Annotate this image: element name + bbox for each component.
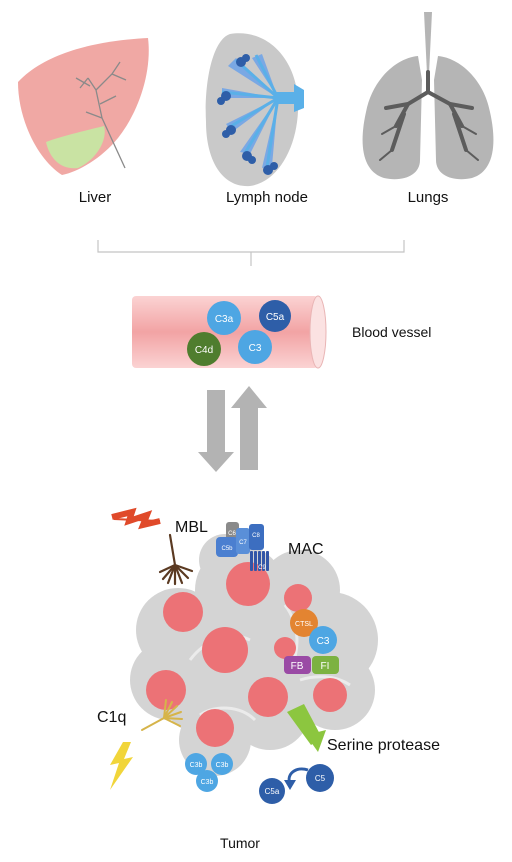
c5-molecule bbox=[306, 764, 334, 792]
c5a-molecule bbox=[259, 300, 291, 332]
tumor-c3-label: C3 bbox=[317, 636, 330, 647]
blood-vessel: C3a C5a C4d C3 bbox=[132, 295, 327, 369]
c4d-label: C4d bbox=[195, 345, 213, 356]
c3b-label-2: C3b bbox=[216, 762, 229, 769]
c5-cleavage: C5 C5a bbox=[259, 764, 334, 804]
c5a-product bbox=[259, 778, 285, 804]
serine-protease-icon bbox=[287, 704, 326, 752]
c8-label: C8 bbox=[252, 533, 260, 539]
fi-label: FI bbox=[321, 661, 330, 672]
mbl-icon bbox=[111, 507, 194, 586]
lungs-illustration bbox=[362, 12, 494, 180]
ctsl-molecule bbox=[290, 609, 318, 637]
c4d-molecule bbox=[187, 332, 221, 366]
c3a-molecule bbox=[207, 301, 241, 335]
c3-molecule bbox=[238, 330, 272, 364]
c3-label: C3 bbox=[249, 343, 262, 354]
c5-label: C5 bbox=[315, 774, 326, 783]
ctsl-complex: CTSL C3 FB FI bbox=[284, 609, 339, 674]
up-arrow bbox=[231, 386, 267, 470]
down-arrow bbox=[198, 390, 234, 472]
fb-label: FB bbox=[291, 661, 304, 672]
c1q-lightning-icon bbox=[110, 742, 133, 790]
liver-label: Liver bbox=[79, 189, 112, 206]
lymph-node-illustration bbox=[205, 33, 304, 187]
mac-label: MAC bbox=[288, 541, 324, 558]
lymph-node-label: Lymph node bbox=[226, 189, 308, 206]
c5a-label: C5a bbox=[266, 312, 285, 323]
liver-illustration bbox=[18, 38, 149, 175]
c9-label: C9 bbox=[258, 565, 266, 571]
c5b-label: C5b bbox=[221, 546, 233, 552]
tumor-label: Tumor bbox=[220, 835, 260, 851]
ctsl-label: CTSL bbox=[295, 621, 313, 628]
serine-protease-label: Serine protease bbox=[327, 737, 440, 754]
c3b-label-1: C3b bbox=[190, 762, 203, 769]
lungs-label: Lungs bbox=[408, 189, 449, 206]
c1q-label: C1q bbox=[97, 709, 126, 726]
organs-bracket bbox=[97, 240, 405, 266]
c3b-label-3: C3b bbox=[201, 779, 214, 786]
c3a-label: C3a bbox=[215, 314, 234, 325]
c1q-icon bbox=[110, 699, 183, 790]
c7-label: C7 bbox=[239, 540, 247, 546]
blood-vessel-label: Blood vessel bbox=[352, 324, 431, 340]
gallbladder bbox=[46, 126, 105, 169]
tumor-c3-molecule bbox=[309, 626, 337, 654]
c6-label: C6 bbox=[228, 531, 236, 537]
fi-factor bbox=[312, 656, 339, 674]
c5a-product-label: C5a bbox=[265, 787, 280, 796]
fb-factor bbox=[284, 656, 311, 674]
c3b-cluster: C3b C3b C3b bbox=[185, 753, 233, 792]
mac-complex: C6 C5b C7 C8 C9 bbox=[216, 522, 269, 571]
mbl-label: MBL bbox=[175, 519, 208, 536]
